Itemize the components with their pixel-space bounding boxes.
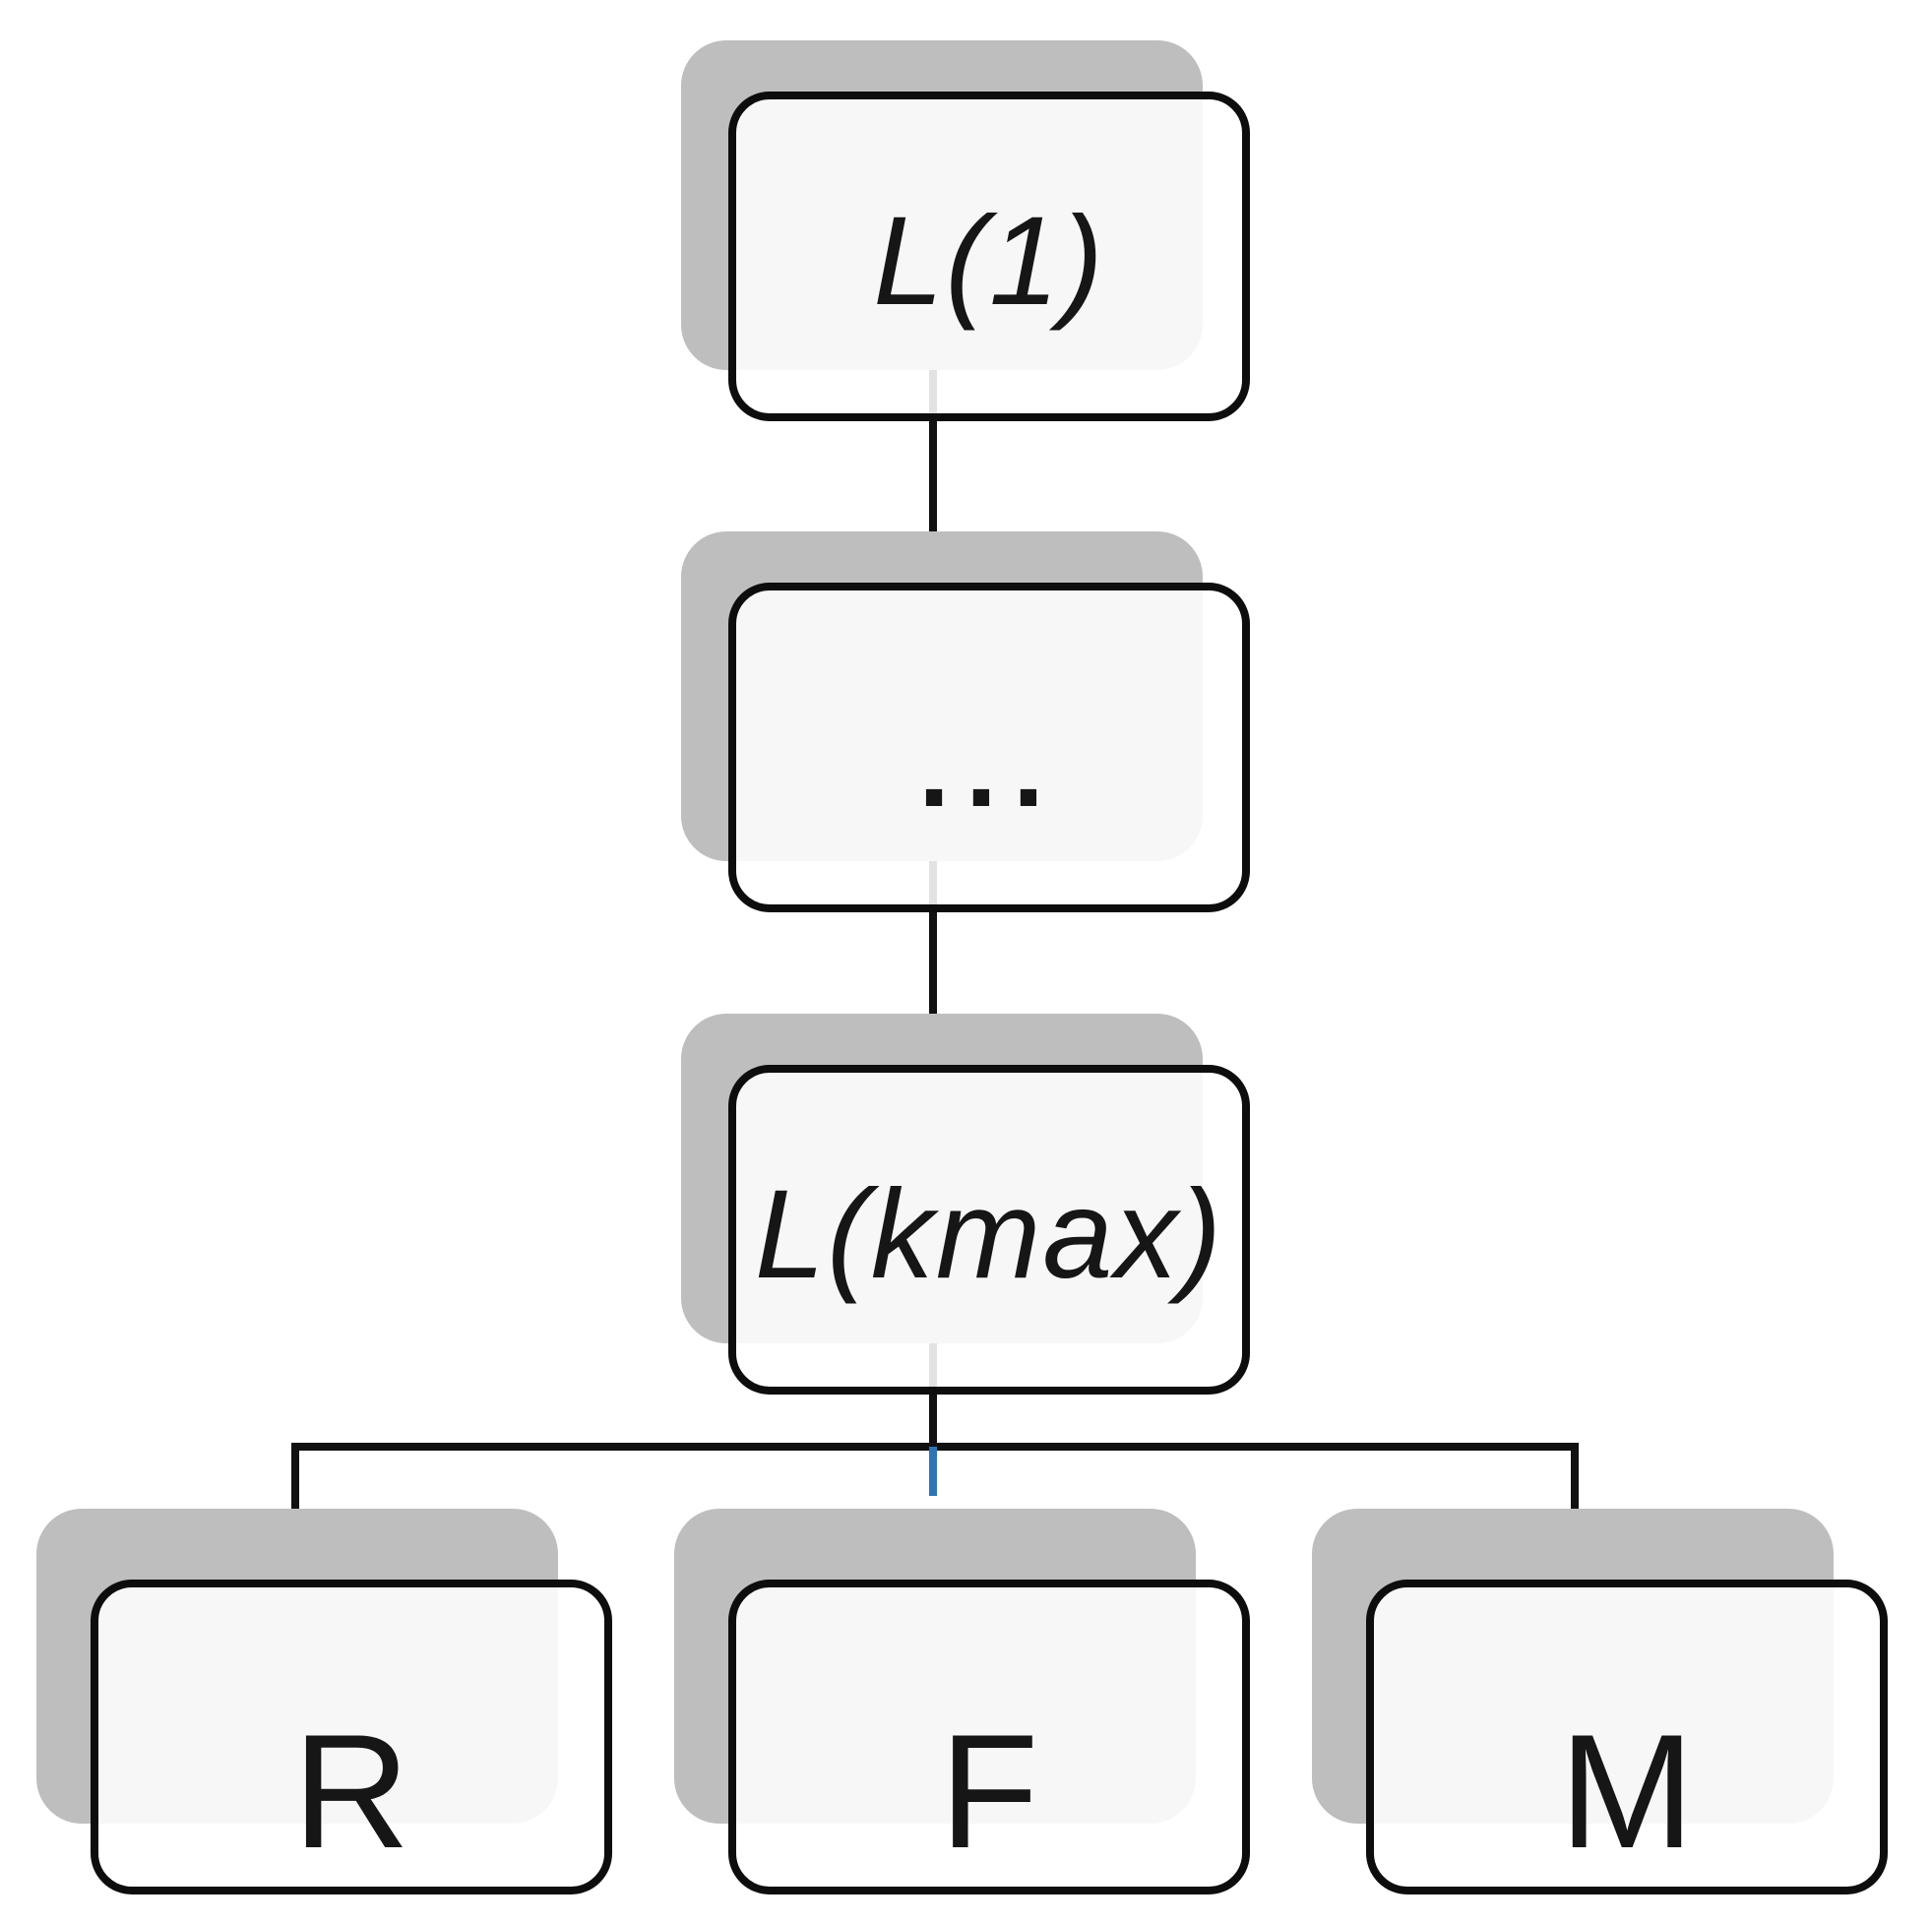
node-f-label: F [939, 1701, 1039, 1882]
connector-drop-to-f-highlighted [929, 1447, 937, 1496]
connector-drop-to-m [1571, 1443, 1579, 1516]
connector-drop-to-r [291, 1443, 299, 1516]
node-m-label: M [1559, 1701, 1695, 1882]
node-ellipsis: ... [728, 583, 1250, 912]
node-l1-label: L(1) [873, 191, 1105, 332]
node-ellipsis-label: ... [918, 704, 1060, 831]
node-r-label: R [292, 1701, 410, 1882]
node-lkmax-label: L(kmax) [754, 1164, 1224, 1305]
node-l1: L(1) [728, 92, 1250, 421]
node-f: F [728, 1580, 1250, 1894]
node-r: R [91, 1580, 612, 1894]
node-lkmax: L(kmax) [728, 1065, 1250, 1395]
node-m: M [1366, 1580, 1888, 1894]
